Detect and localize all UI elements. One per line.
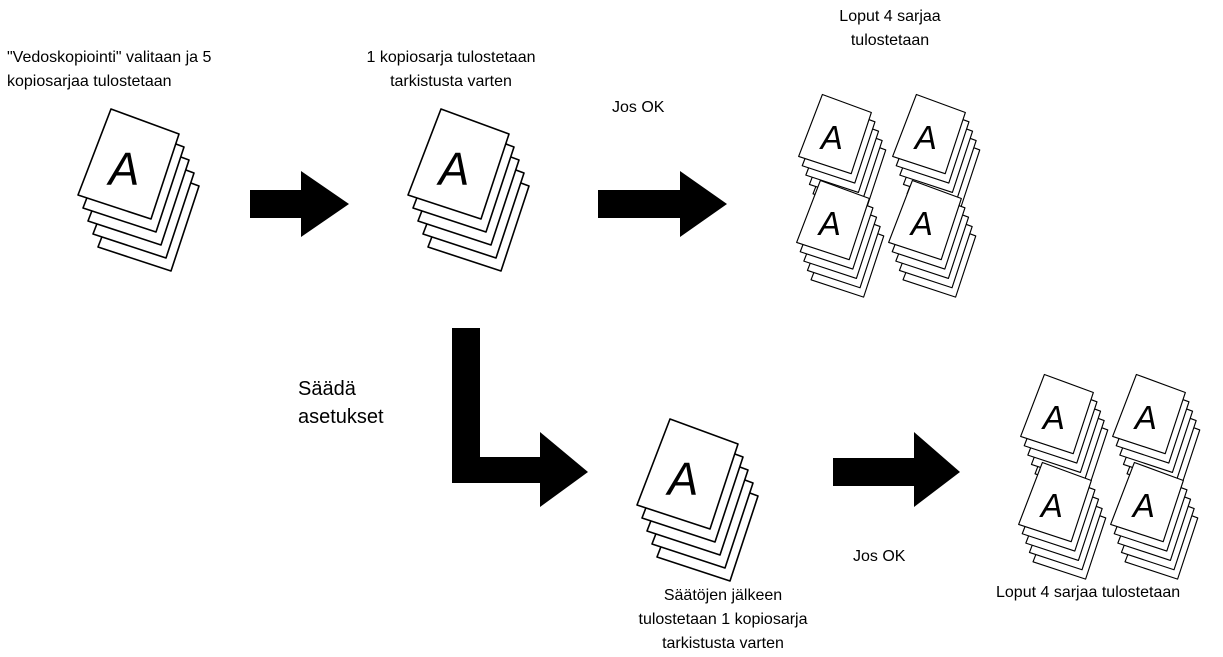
step3-label: Loput 4 sarjaa tulostetaan xyxy=(822,5,958,53)
step3-label-line: tulostetaan xyxy=(850,32,930,49)
jos-ok-label: Jos OK xyxy=(612,99,665,116)
adjust-label: Säädä asetukset xyxy=(298,375,384,431)
step1-label: "Vedoskopiointi" valitaan ja 5 kopiosarj… xyxy=(7,46,211,94)
arrow-down-right-icon xyxy=(452,328,588,507)
arrow-right-icon xyxy=(833,432,960,507)
adjust-label-line: asetukset xyxy=(298,406,384,428)
document-stack-icon xyxy=(407,108,530,272)
step4-label: Säätöjen jälkeen tulostetaan 1 kopiosarj… xyxy=(618,584,828,656)
document-stack-group-icon xyxy=(797,94,980,297)
step1-label-line: kopiosarjaa tulostetaan xyxy=(7,73,172,90)
adjust-label-line: Säädä xyxy=(298,378,356,400)
step4-label-line: Säätöjen jälkeen xyxy=(663,587,783,604)
arrow-right-icon xyxy=(250,171,349,237)
step2-label-line: 1 kopiosarja tulostetaan xyxy=(366,49,536,66)
step4-label-line: tulostetaan 1 kopiosarja xyxy=(638,611,808,628)
step1-label-line: "Vedoskopiointi" valitaan ja 5 xyxy=(7,49,212,66)
step4-label-line: tarkistusta varten xyxy=(662,635,784,652)
jos-ok-label: Jos OK xyxy=(853,548,906,565)
step2-label: 1 kopiosarja tulostetaan tarkistusta var… xyxy=(353,46,549,94)
step2-label-line: tarkistusta varten xyxy=(390,73,512,90)
step5-label: Loput 4 sarjaa tulostetaan xyxy=(996,584,1181,601)
step3-label-line: Loput 4 sarjaa xyxy=(839,8,941,25)
document-stack-icon xyxy=(77,108,200,272)
arrow-right-icon xyxy=(598,171,727,237)
document-stack-group-icon xyxy=(1019,374,1200,579)
document-stack-icon xyxy=(636,418,759,582)
